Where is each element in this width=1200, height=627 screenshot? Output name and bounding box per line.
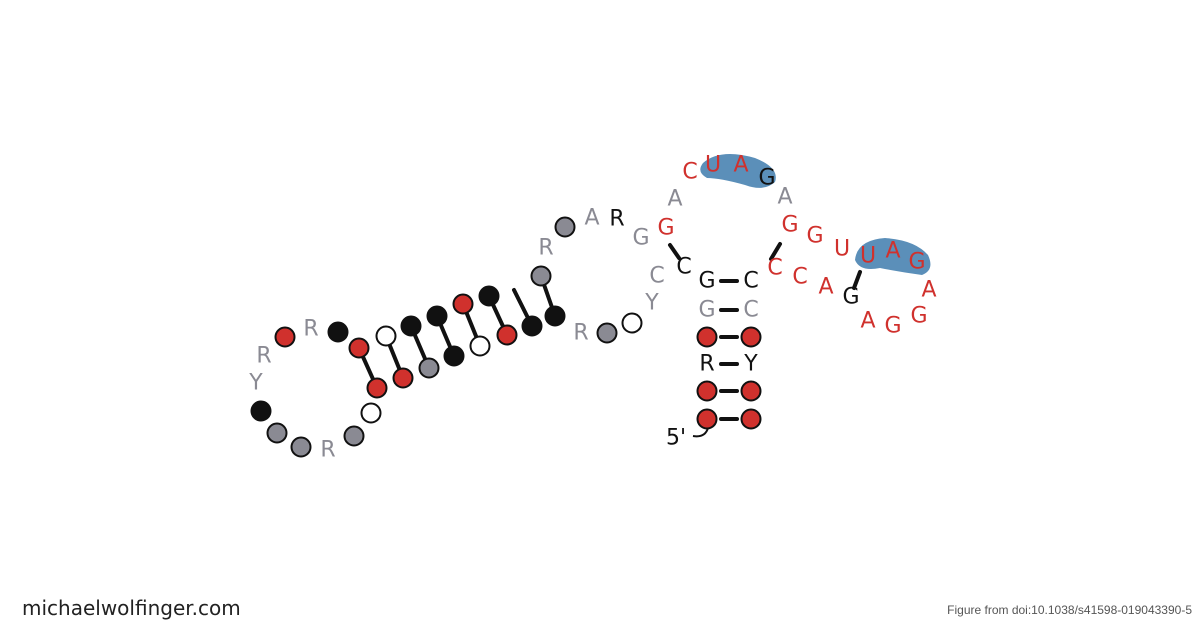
nucleotide-c21: [290, 436, 312, 458]
five-prime-tail: [692, 427, 709, 438]
nucleotide-c15: [521, 315, 543, 337]
nucleotide-letter: G: [908, 250, 925, 275]
nucleotide-letter: C: [743, 298, 758, 323]
nucleotide-c28: [696, 380, 718, 402]
five-prime-label: 5': [666, 426, 686, 451]
base-pair-bond: [852, 270, 862, 290]
nucleotide-c23: [392, 367, 414, 389]
nucleotide-letter: G: [910, 304, 927, 329]
nucleotide-letter: C: [767, 256, 782, 281]
nucleotide-c14: [496, 324, 518, 346]
nucleotide-letter: R: [609, 207, 624, 232]
nucleotide-letter: G: [884, 314, 901, 339]
nucleotide-letter: R: [320, 438, 335, 463]
nucleotide-letter: A: [733, 153, 748, 178]
nucleotide-c11: [366, 377, 388, 399]
nucleotide-c30: [696, 408, 718, 430]
nucleotide-c16: [544, 305, 566, 327]
base-pair-bond: [769, 242, 782, 261]
nucleotide-letter: U: [860, 244, 876, 269]
nucleotide-letter: A: [860, 309, 875, 334]
nucleotide-c5: [400, 315, 422, 337]
nucleotide-c29: [740, 380, 762, 402]
nucleotide-c24: [266, 422, 288, 444]
nucleotide-letter: Y: [644, 291, 659, 316]
nucleotide-letter: R: [573, 321, 588, 346]
nucleotide-circles: [250, 216, 762, 458]
nucleotide-c7: [426, 305, 448, 327]
nucleotide-letter: G: [632, 226, 649, 251]
base-pair-bond: [668, 243, 681, 260]
nucleotide-letter: Y: [743, 352, 758, 377]
highlight-uag-top: [700, 154, 776, 188]
nucleotide-c19: [360, 402, 382, 424]
nucleotide-letter: G: [698, 298, 715, 323]
nucleotide-letter: G: [806, 224, 823, 249]
nucleotide-letter: G: [698, 269, 715, 294]
nucleotide-c8: [478, 285, 500, 307]
nucleotide-letter: C: [682, 160, 697, 185]
nucleotide-letter: U: [834, 237, 850, 262]
nucleotide-letter: R: [303, 317, 318, 342]
nucleotide-c27: [740, 326, 762, 348]
nucleotide-letter: R: [538, 236, 553, 261]
nucleotide-letter: A: [818, 275, 833, 300]
nucleotide-c26: [696, 326, 718, 348]
nucleotide-letter: G: [758, 166, 775, 191]
nucleotide-letter: C: [743, 269, 758, 294]
figure-credit: Figure from doi:10.1038/s41598-019043390…: [947, 603, 1192, 617]
nucleotide-letter: C: [676, 255, 691, 280]
nucleotide-letter: U: [705, 153, 721, 178]
nucleotide-c1: [327, 321, 349, 343]
nucleotide-letter: A: [777, 185, 792, 210]
nucleotide-c4: [375, 325, 397, 347]
nucleotide-letter: C: [792, 265, 807, 290]
nucleotide-c3: [348, 337, 370, 359]
nucleotide-c18: [621, 312, 643, 334]
nucleotide-c31: [740, 408, 762, 430]
site-name: michaelwolfinger.com: [22, 596, 241, 620]
nucleotide-letter: R: [699, 352, 714, 377]
nucleotide-c12: [418, 357, 440, 379]
nucleotide-letter: C: [649, 264, 664, 289]
nucleotide-letter: A: [667, 187, 682, 212]
nucleotide-letter: Y: [248, 371, 263, 396]
nucleotide-c20: [343, 425, 365, 447]
nucleotide-letter: G: [842, 285, 859, 310]
nucleotide-letter: A: [885, 239, 900, 264]
nucleotide-c2: [274, 326, 296, 348]
nucleotide-letter: G: [781, 213, 798, 238]
nucleotide-letter: G: [657, 216, 674, 241]
nucleotide-letter: A: [921, 278, 936, 303]
nucleotide-letter: R: [256, 344, 271, 369]
nucleotide-c17: [596, 322, 618, 344]
nucleotide-c10: [554, 216, 576, 238]
nucleotide-c13: [443, 345, 465, 367]
nucleotide-c9: [530, 265, 552, 287]
nucleotide-c6: [452, 293, 474, 315]
nucleotide-letter: A: [584, 206, 599, 231]
highlight-uag-right: [855, 238, 931, 275]
nucleotide-c25: [469, 335, 491, 357]
nucleotide-c22: [250, 400, 272, 422]
